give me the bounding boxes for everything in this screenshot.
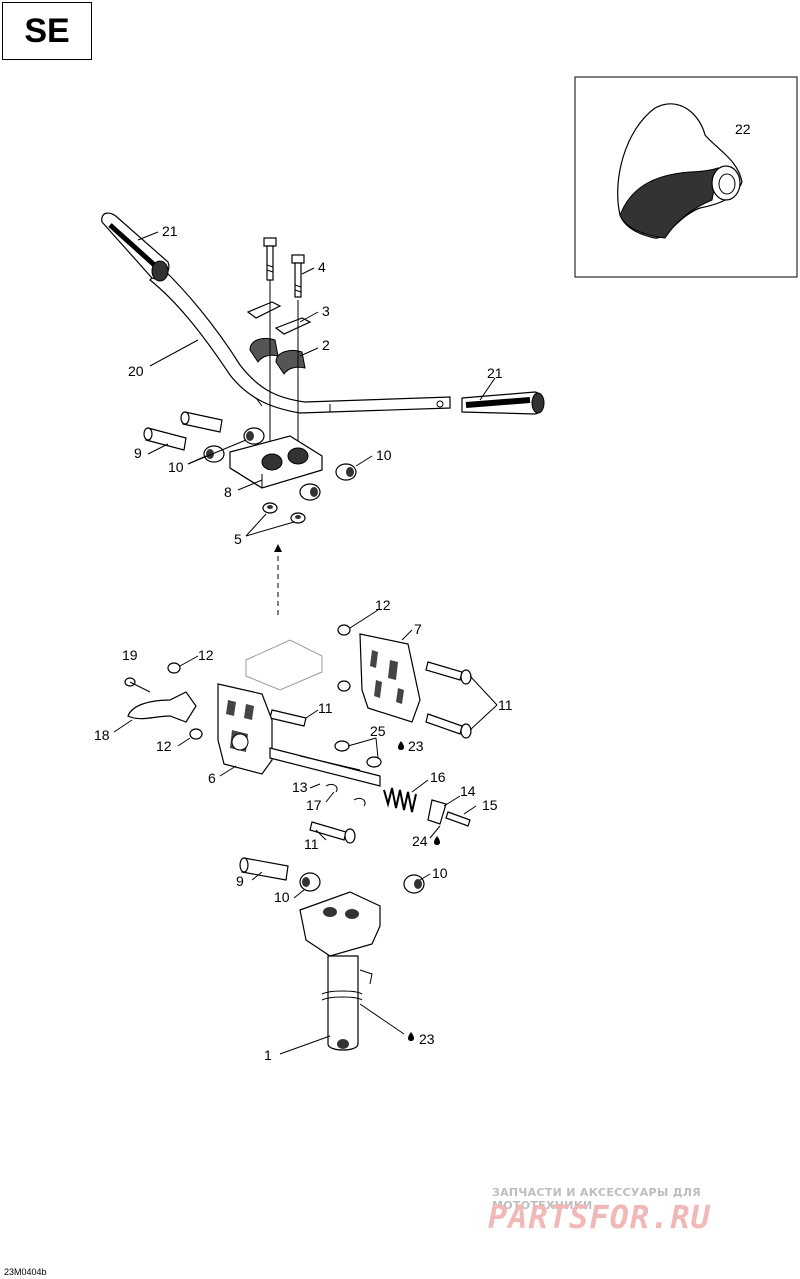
riser-block-ghost bbox=[245, 639, 323, 691]
callout-3: 3 bbox=[322, 303, 330, 319]
callout-22: 22 bbox=[735, 121, 751, 137]
callout-11-middle: 11 bbox=[318, 700, 333, 716]
callout-18: 18 bbox=[94, 727, 110, 743]
callout-12-upper: 12 bbox=[375, 597, 391, 613]
plate-part-7 bbox=[359, 633, 421, 723]
bracket-part-18 bbox=[127, 691, 197, 723]
bolt-part-11-lower bbox=[309, 821, 356, 844]
grip-detail-part-22 bbox=[617, 103, 743, 239]
watermark-brand: PARTSFOR.RU bbox=[488, 1198, 711, 1236]
callout-16: 16 bbox=[430, 769, 446, 785]
callout-24: 24 bbox=[412, 833, 428, 849]
callout-11-right: 11 bbox=[498, 697, 513, 713]
washer-part-25-a bbox=[334, 740, 350, 752]
washer-part-12-d bbox=[189, 728, 203, 740]
clamp-part-2-left bbox=[249, 337, 279, 363]
callout-6: 6 bbox=[208, 770, 216, 786]
callout-17: 17 bbox=[306, 797, 322, 813]
plate-part-3-left bbox=[246, 301, 282, 319]
inset-box bbox=[574, 76, 798, 278]
callout-14: 14 bbox=[460, 783, 476, 799]
lever-part-14 bbox=[427, 799, 447, 825]
watermark-tagline: ЗАПЧАСТИ И АКСЕССУАРЫ ДЛЯ МОТОТЕХНИКИ bbox=[492, 1186, 702, 1212]
bushing-part-10-lower-b bbox=[403, 874, 425, 894]
callout-11-lower: 11 bbox=[304, 836, 319, 852]
callout-21-left: 21 bbox=[162, 223, 178, 239]
callout-25: 25 bbox=[370, 723, 386, 739]
callout-12-lower: 12 bbox=[156, 738, 172, 754]
callout-19: 19 bbox=[122, 647, 138, 663]
callout-21-right: 21 bbox=[487, 365, 503, 381]
callout-8: 8 bbox=[224, 484, 232, 500]
callout-7: 7 bbox=[414, 621, 422, 637]
steering-column-part-1 bbox=[299, 891, 381, 1051]
bushing-part-10-upper-b bbox=[203, 445, 225, 463]
callout-12-left: 12 bbox=[198, 647, 214, 663]
callout-23-lower: 23 bbox=[419, 1031, 435, 1047]
washer-part-12-b bbox=[337, 680, 351, 692]
bolt-part-11-lower-right bbox=[425, 713, 472, 739]
callout-10-upper-right: 10 bbox=[376, 447, 392, 463]
bushing-part-10-upper-c bbox=[335, 463, 357, 481]
clamp-part-2-right bbox=[275, 349, 306, 375]
washer-part-12-c bbox=[167, 662, 181, 674]
rod-part-9-lower bbox=[239, 857, 289, 881]
callout-10-upper-left: 10 bbox=[168, 459, 184, 475]
rod-part-9-upper-a bbox=[180, 411, 223, 433]
bolt-part-4-right bbox=[291, 254, 305, 298]
callout-13: 13 bbox=[292, 779, 308, 795]
callout-10-lower-right: 10 bbox=[432, 865, 448, 881]
callout-9-upper: 9 bbox=[134, 445, 142, 461]
callout-1: 1 bbox=[264, 1047, 272, 1063]
bolt-part-11-middle bbox=[269, 709, 307, 727]
grease-drop-icon-b bbox=[434, 836, 440, 845]
plate-part-6 bbox=[217, 683, 273, 775]
clip-part-17-a bbox=[325, 783, 338, 793]
bushing-part-10-upper-d bbox=[299, 483, 321, 501]
nut-part-5-left bbox=[262, 502, 278, 514]
callout-5: 5 bbox=[234, 531, 242, 547]
bolt-part-11-upper-right bbox=[425, 661, 472, 685]
callout-2: 2 bbox=[322, 337, 330, 353]
bushing-part-10-lower-a bbox=[299, 872, 321, 892]
nut-part-5-right bbox=[290, 512, 306, 524]
callout-23-upper: 23 bbox=[408, 738, 424, 754]
handlebar-part-20 bbox=[149, 267, 451, 414]
washer-part-12-a bbox=[337, 624, 351, 636]
diagram-reference-code: 23M0404b bbox=[4, 1267, 47, 1277]
washer-part-25-b bbox=[366, 756, 382, 768]
callout-9-lower: 9 bbox=[236, 873, 244, 889]
callout-15: 15 bbox=[482, 797, 498, 813]
riser-block-part-8 bbox=[229, 435, 323, 489]
shaft-part-13 bbox=[269, 747, 381, 787]
bolt-part-4-left bbox=[263, 237, 277, 281]
leader-lines bbox=[113, 231, 498, 1055]
callout-10-lower-left: 10 bbox=[274, 889, 290, 905]
pin-part-15 bbox=[445, 811, 471, 827]
spring-part-16 bbox=[383, 787, 417, 813]
model-badge: SE bbox=[2, 2, 92, 60]
bushing-part-10-upper-a bbox=[243, 427, 265, 445]
grip-left-part-21 bbox=[101, 212, 170, 282]
callout-4: 4 bbox=[318, 259, 326, 275]
grip-right-part-21 bbox=[461, 391, 545, 415]
grease-drop-icon-a bbox=[398, 741, 404, 750]
screw-part-19 bbox=[124, 677, 151, 693]
callout-labels: 22 21 4 3 2 20 21 9 10 10 8 5 12 7 19 12… bbox=[94, 121, 751, 1063]
grease-drop-icon-c bbox=[408, 1032, 414, 1041]
clip-part-17-b bbox=[353, 797, 366, 807]
callout-20: 20 bbox=[128, 363, 144, 379]
rod-part-9-upper-b bbox=[143, 427, 187, 451]
plate-part-3-right bbox=[274, 317, 312, 335]
